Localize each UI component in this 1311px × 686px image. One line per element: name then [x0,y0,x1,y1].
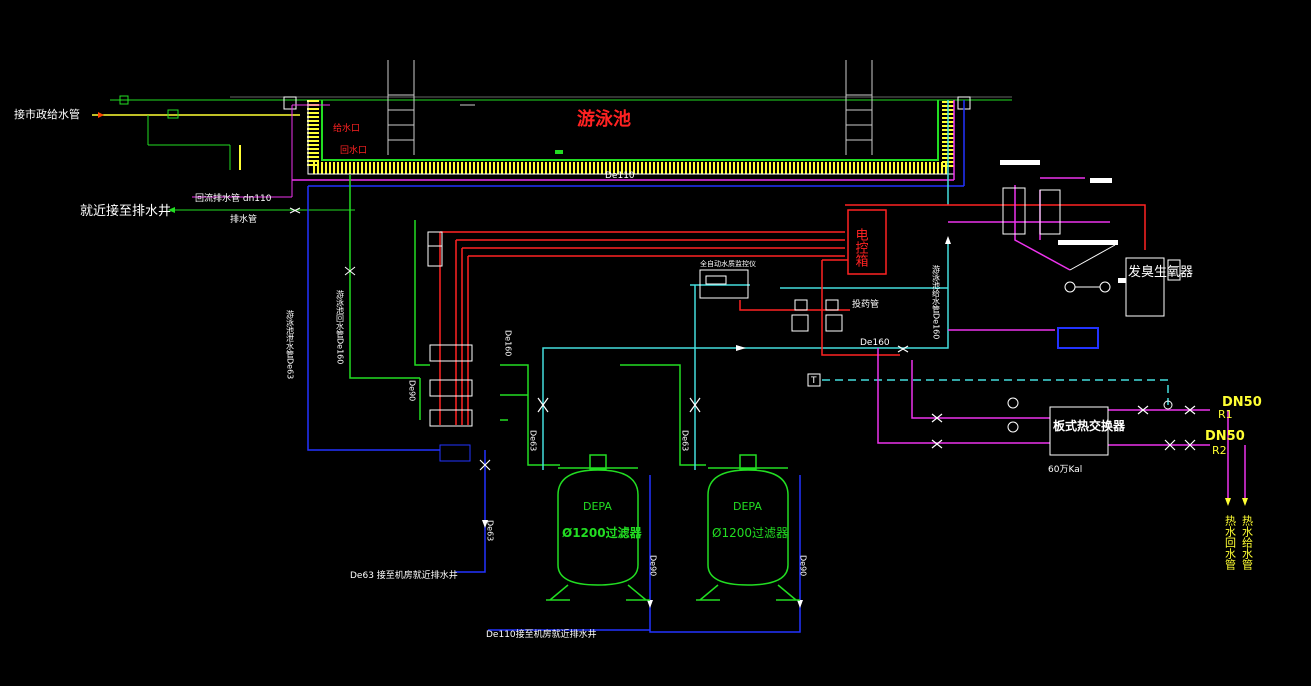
inlet-label: 给水口 [333,122,360,134]
ladder-left [387,60,415,155]
de63-a-label: De63 [529,430,538,451]
pool-name: 游泳池 [577,108,631,130]
red-control-lines [439,204,1146,425]
ozone-generator-box [1125,257,1165,317]
valves [479,345,1196,471]
hot-supply-label: 热水给水管 [1241,515,1254,571]
vertical-drain-label: 游泳池泄水管De63 [286,309,295,379]
green-return [349,175,706,466]
filter-2-name: Ø1200过滤器 [712,526,788,540]
municipal-water-label: 接市政给水管 [14,107,80,121]
de160-label: De160 [860,338,890,348]
hot-return-label: 热水回水管 [1224,515,1237,571]
de160-v-label: De160 [504,330,513,356]
pool-bottom-pipe-label: De110 [605,171,635,181]
blue-drain [307,186,801,633]
de90-b-label: De90 [649,555,658,576]
controller-label: 全自动水质监控仪 [700,259,756,268]
vertical-return-label: 游泳池回水管De160 [336,289,345,364]
dosing-pipe-label: 投药管 [852,298,879,310]
de63-drain-label: De63 接至机房就近排水井 [350,569,458,581]
outlet-label: 回水口 [340,144,367,156]
control-box [847,209,887,275]
plate-heat-exchanger-box [1049,406,1109,456]
de110-drain-label: De110接至机房就近排水井 [486,628,597,640]
r2-label: R2 [1212,444,1227,457]
control-box-label: 电控箱 [853,228,869,267]
ladder-right [845,60,873,155]
water-quality-controller [699,269,749,299]
filter-1-name: Ø1200过滤器 [562,525,643,540]
pump-cluster [427,231,843,462]
overflow-note: 回流排水管 dn110 [195,192,272,204]
plate-hx-label: 板式热交换器 [1053,418,1126,433]
de90-a-label: De90 [408,380,417,401]
dn50-top-label: DN50 [1222,395,1262,410]
de90-c-label: De90 [799,555,808,576]
drain-lines [168,104,355,214]
drain-pipe-label: 排水管 [230,213,257,225]
vertical-supply-label: 游泳池给水管De160 [932,264,941,339]
t-mark: T [810,376,817,386]
hx-capacity-label: 60万Kal [1048,465,1082,475]
dn50-bottom-label: DN50 [1205,429,1245,444]
filter-2 [696,454,800,601]
filter-1 [546,454,650,601]
filter-2-brand: DEPA [733,500,762,513]
de63-v-label: De63 [486,520,495,541]
r1-label: R1 [1218,408,1233,421]
de63-b-label: De63 [681,430,690,451]
filter-1-brand: DEPA [583,500,612,513]
municipal-water-line [92,95,300,170]
ozone-generator-label: 发臭生氧器 [1128,264,1193,280]
drain-well-label: 就近接至排水井 [80,203,171,219]
